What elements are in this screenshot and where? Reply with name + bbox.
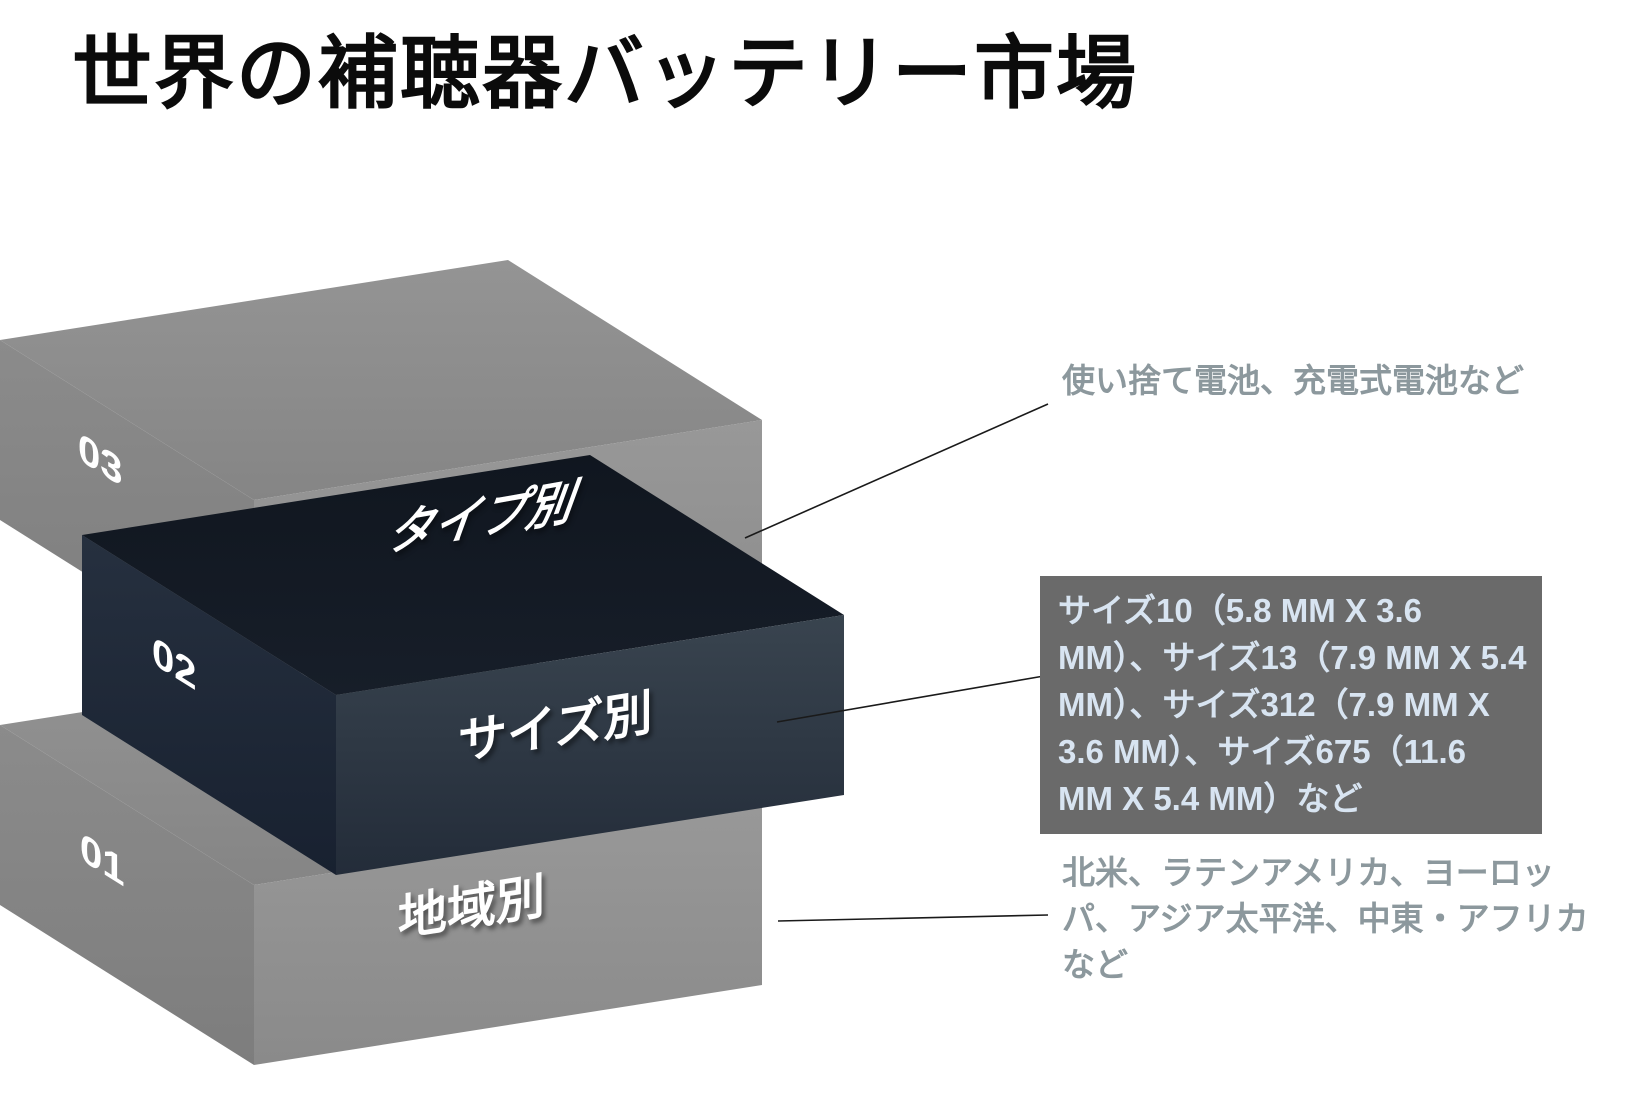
slab-02-left-face — [82, 535, 336, 875]
slab-02-size — [82, 455, 844, 875]
slab-02-front-face — [336, 615, 844, 875]
slab-02-top-face — [82, 455, 844, 695]
slab-03-top-face — [0, 260, 762, 500]
connector-line-size — [776, 675, 1045, 723]
slab-01-left-face — [0, 725, 254, 1065]
connector-line-type — [744, 403, 1049, 539]
page-title: 世界の補聴器バッテリー市場 — [72, 29, 1138, 118]
slab-01-front-face — [254, 805, 762, 1065]
annotation-type-text: 使い捨て電池、充電式電池など — [1062, 362, 1524, 399]
annotation-size-box: サイズ10（5.8 MM X 3.6 MM）、サイズ13（7.9 MM X 5.… — [1040, 576, 1542, 834]
connector-line-region — [777, 914, 1049, 922]
annotation-region-text: 北米、ラテンアメリカ、ヨーロッパ、アジア太平洋、中東・アフリカなど — [1062, 854, 1589, 983]
